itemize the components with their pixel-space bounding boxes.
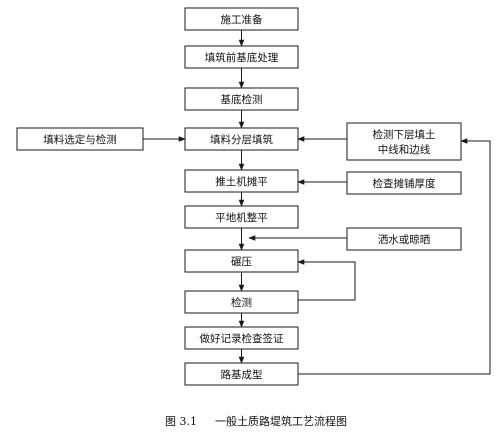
node-compaction-label: 碾压: [231, 256, 252, 268]
node-layered-filling-label: 填料分层填筑: [210, 133, 273, 146]
node-water-or-dry-label: 洒水或晾晒: [378, 233, 431, 246]
arrow-formed-loop-to-check-lower: [298, 138, 491, 375]
node-check-lower-layer-line1: 检测下层填土: [373, 128, 436, 141]
node-layered-filling: 填料分层填筑: [184, 127, 299, 151]
node-fill-selection-label: 填料选定与检测: [43, 133, 117, 146]
figure-title: 一般土质路堤筑工艺流程图: [215, 414, 347, 428]
node-bulldozer-spread-label: 推土机摊平: [215, 175, 268, 188]
node-base-inspection: 基底检测: [184, 87, 299, 111]
node-check-spread-thickness: 检查摊铺厚度: [346, 171, 462, 195]
node-base-treatment-label: 填筑前基底处理: [205, 51, 279, 64]
node-record-signoff-label: 做好记录检查签证: [200, 332, 284, 345]
node-record-signoff: 做好记录检查签证: [184, 326, 299, 350]
node-testing: 检测: [184, 290, 299, 314]
node-check-lower-layer: 检测下层填土 中线和边线: [346, 122, 462, 161]
figure-number: 图 3.1: [165, 415, 197, 428]
node-check-lower-layer-line2: 中线和边线: [378, 143, 431, 156]
node-check-spread-thickness-label: 检查摊铺厚度: [373, 177, 436, 190]
node-base-inspection-label: 基底检测: [221, 93, 263, 106]
node-construction-prep-label: 施工准备: [221, 13, 263, 26]
node-grader-level-label: 平地机整平: [215, 211, 268, 224]
node-compaction: 碾压: [184, 249, 299, 273]
node-bulldozer-spread: 推土机摊平: [184, 169, 299, 193]
node-grader-level: 平地机整平: [184, 205, 299, 229]
node-fill-selection: 填料选定与检测: [16, 127, 144, 151]
node-construction-prep: 施工准备: [184, 7, 299, 31]
node-subgrade-formed-label: 路基成型: [221, 368, 263, 381]
node-testing-label: 检测: [231, 296, 252, 309]
node-base-treatment: 填筑前基底处理: [184, 45, 299, 69]
node-water-or-dry: 洒水或晾晒: [346, 227, 462, 251]
arrow-testing-loop-to-compaction: [297, 259, 356, 301]
node-subgrade-formed: 路基成型: [184, 362, 299, 386]
